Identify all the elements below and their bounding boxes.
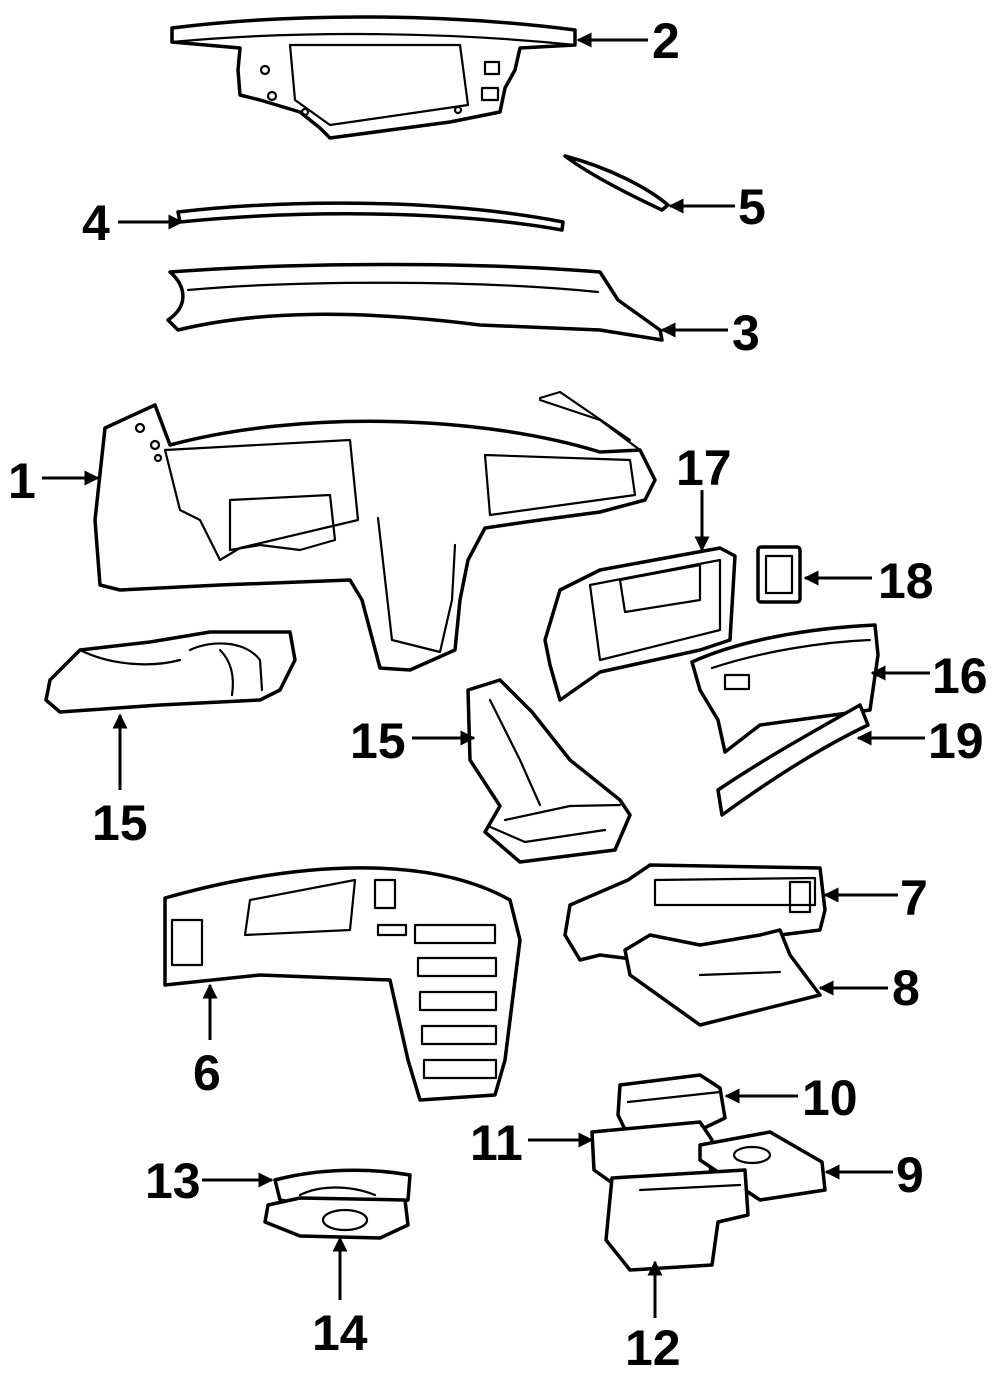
part-18-bezel [756, 545, 802, 604]
part-4-defroster-strip [176, 201, 565, 232]
callout-10: 10 [802, 1070, 858, 1126]
callout-18: 18 [878, 553, 934, 609]
part-2-upper-reinforcement [170, 15, 577, 140]
callout-labels: 2 4 5 3 1 17 18 16 19 15 15 6 7 8 10 11 … [8, 13, 988, 1375]
part-1-instrument-panel [93, 390, 657, 672]
part-19-trim-strip [716, 703, 870, 817]
part-17-glove-box-inner [543, 546, 737, 702]
callout-15-center: 15 [350, 713, 406, 769]
callout-16: 16 [932, 648, 988, 704]
callout-1: 1 [8, 453, 36, 509]
part-12-console-lower [604, 1168, 750, 1272]
part-8-knee-bolster [623, 928, 822, 1027]
callout-14: 14 [312, 1305, 368, 1361]
callout-8: 8 [892, 960, 920, 1016]
callout-7: 7 [900, 870, 928, 926]
part-5-trim-piece [563, 154, 670, 212]
part-6-instrument-bezel [163, 866, 522, 1102]
callout-9: 9 [896, 1147, 924, 1203]
callout-12: 12 [625, 1320, 681, 1375]
part-3-dash-top-cover [166, 262, 664, 342]
part-15-left-console [44, 630, 297, 714]
callout-13: 13 [145, 1153, 201, 1209]
callout-3: 3 [732, 305, 760, 361]
callout-17: 17 [676, 440, 732, 496]
callout-4: 4 [82, 195, 110, 251]
part-9-cupholder-tray [698, 1130, 827, 1202]
callout-6: 6 [193, 1045, 221, 1101]
callout-5: 5 [738, 179, 766, 235]
part-16-glove-box-door [690, 623, 880, 754]
callout-11: 11 [470, 1115, 523, 1171]
callout-15-left: 15 [92, 795, 148, 851]
callout-19: 19 [928, 713, 984, 769]
callout-2: 2 [652, 13, 680, 69]
part-15-center-bracket [466, 678, 632, 864]
leader-lines [42, 32, 930, 1318]
part-14-cupholder-base [263, 1196, 410, 1240]
